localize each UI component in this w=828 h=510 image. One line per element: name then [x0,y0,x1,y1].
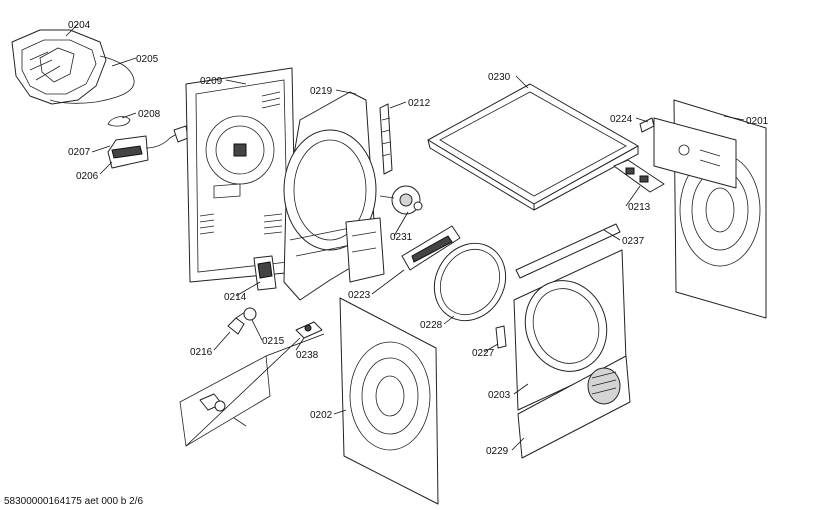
part-0231-fan [379,185,423,215]
label-0219: 0219 [310,86,333,97]
detail-box [179,333,325,447]
label-0205: 0205 [136,54,159,65]
part-0228-door-seal [433,242,507,322]
label-0204: 0204 [68,20,91,31]
part-0219-drum-frame [283,91,385,301]
part-0201-control-box [653,117,737,189]
part-0202-side-panel [339,297,439,505]
part-labels: 0204 0205 0208 0207 0206 0209 0219 0212 … [68,20,769,457]
label-0227: 0227 [472,348,495,359]
diagram-code: 58300000164175 aet 000 b 2/6 [4,496,143,507]
part-0205-hose [49,55,135,104]
part-0229-kickplate [517,355,631,459]
label-0223: 0223 [348,290,371,301]
label-0202: 0202 [310,410,333,421]
part-0209-rear-panel [185,67,297,283]
label-0209: 0209 [200,76,223,87]
label-0214: 0214 [224,292,247,303]
label-0224: 0224 [610,114,633,125]
label-0215: 0215 [262,336,285,347]
label-0207: 0207 [68,147,91,158]
part-0230-top-cover [427,83,639,211]
label-0228: 0228 [420,320,443,331]
part-0214-bracket [253,255,277,291]
label-0212: 0212 [408,98,431,109]
label-0208: 0208 [138,109,161,120]
part-0237-rail [515,223,621,279]
part-0215-foot [243,307,257,321]
part-0227-latch [495,325,507,349]
part-0223-filter [401,225,461,271]
leader-lines [65,23,745,451]
label-0238: 0238 [296,350,319,361]
label-0229: 0229 [486,446,509,457]
part-0204-air-duct [11,29,107,105]
label-0206: 0206 [76,171,99,182]
part-0213-hinge [613,159,665,193]
label-0237: 0237 [622,236,645,247]
label-0231: 0231 [390,232,413,243]
label-0230: 0230 [488,72,511,83]
label-0216: 0216 [190,347,213,358]
part-0206-module [107,125,189,169]
label-0213: 0213 [628,202,651,213]
part-0212-sensor-strip [379,103,393,175]
label-0201: 0201 [746,116,769,127]
label-0203: 0203 [488,390,511,401]
part-0208-clip [107,116,131,127]
part-0238-screws [295,321,323,339]
